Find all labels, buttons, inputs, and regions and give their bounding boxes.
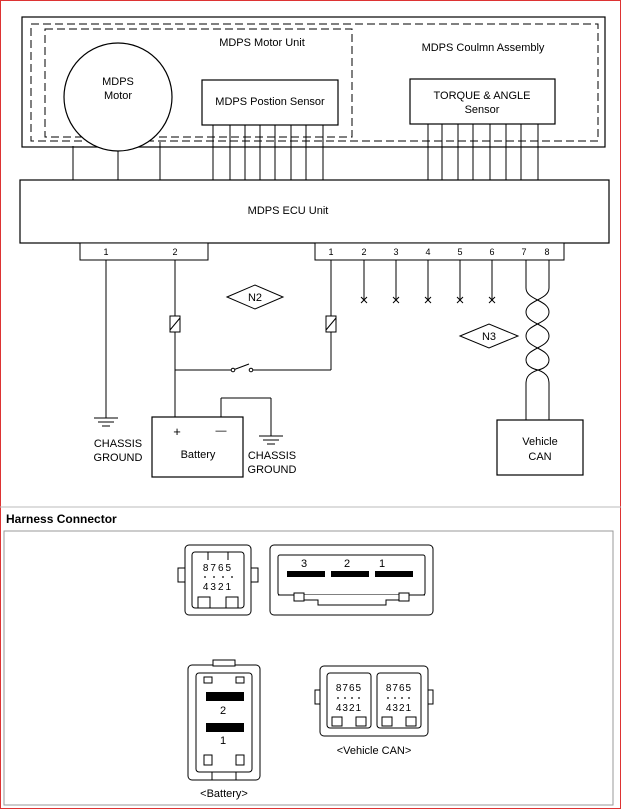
ecu-right-pin-numbers: 1 2 3 4 5 6 7 8 xyxy=(328,247,549,257)
vehicle-can-right-bottom-pins: 4321 xyxy=(386,703,412,714)
battery-connector-pin: 1 xyxy=(220,735,226,747)
position-sensor-box xyxy=(201,79,339,126)
ecu-right-connector xyxy=(314,242,565,261)
ecu-right-pin: 2 xyxy=(361,247,366,257)
position-sensor-label: MDPS Postion Sensor xyxy=(215,96,325,108)
vehicle-can-box xyxy=(496,419,584,476)
connector-3pin-terminal xyxy=(375,571,413,577)
battery-box xyxy=(151,416,244,478)
ecu-left-pin: 2 xyxy=(172,247,177,257)
vehicle-can-right-top-pins: 8765 xyxy=(386,683,412,694)
ecu-right-pin: 5 xyxy=(457,247,462,257)
battery-negative: — xyxy=(216,425,227,437)
ecu-label: MDPS ECU Unit xyxy=(248,205,329,217)
n2-label: N2 xyxy=(248,292,262,304)
vehicle-can-left-top-pins: 8765 xyxy=(336,683,362,694)
can-twisted-pair xyxy=(525,260,550,420)
chassis-ground-2-line2: GROUND xyxy=(248,464,297,476)
ecu-right-pin: 8 xyxy=(544,247,549,257)
ecu-right-pin: 4 xyxy=(425,247,430,257)
n3-label: N3 xyxy=(482,331,496,343)
position-sensor-wires xyxy=(212,125,324,180)
ecu-right-pin: 3 xyxy=(393,247,398,257)
fuse-icons xyxy=(169,315,337,333)
ecu-right-pin: 6 xyxy=(489,247,494,257)
battery-feed-wire xyxy=(174,260,332,417)
connector-3pin-terminal xyxy=(331,571,369,577)
chassis-ground-1-line1: CHASSIS xyxy=(94,438,142,450)
battery-connector-pin: 2 xyxy=(220,705,226,717)
mdps-ecu-unit xyxy=(19,179,610,244)
vehicle-can-left-bottom-pins: 4321 xyxy=(336,703,362,714)
battery-connector xyxy=(187,659,261,781)
connector-3pin-pin: 2 xyxy=(344,558,350,570)
vehicle-can-connector xyxy=(314,665,434,737)
ecu-right-pin: 1 xyxy=(328,247,333,257)
vehicle-can-label-line1: Vehicle xyxy=(522,436,557,448)
connector-8pin-dots xyxy=(204,576,233,578)
column-assembly-dashed-border xyxy=(30,23,599,142)
connector-3pin xyxy=(269,544,434,616)
connector-3pin-pin: 3 xyxy=(301,558,307,570)
harness-connector-panel xyxy=(3,530,614,806)
harness-section-title: Harness Connector xyxy=(6,512,117,526)
battery-connector-caption: <Battery> xyxy=(200,788,248,800)
connector-3pin-terminal xyxy=(287,571,325,577)
motor-wires xyxy=(72,142,161,180)
connector-8pin-top-pins: 8765 xyxy=(203,563,233,574)
ecu-left-pin-numbers: 1 2 xyxy=(103,247,177,257)
column-assembly-outer-border xyxy=(21,16,606,148)
torque-sensor-label-line1: TORQUE & ANGLE xyxy=(434,90,531,102)
n2-marker xyxy=(225,284,285,310)
unused-pin-stubs xyxy=(360,260,496,304)
switch-contact-icon xyxy=(230,367,236,373)
battery-positive: + xyxy=(173,424,181,439)
connector-8pin xyxy=(177,544,259,616)
vehicle-can-connector-caption: <Vehicle CAN> xyxy=(337,745,412,757)
motor-unit-label: MDPS Motor Unit xyxy=(219,37,305,49)
battery-label: Battery xyxy=(181,449,216,461)
chassis-ground-left xyxy=(94,260,118,427)
motor-label-line2: Motor xyxy=(104,90,132,102)
n3-marker xyxy=(458,323,520,349)
battery-ground-wire xyxy=(220,397,283,445)
column-assembly-label: MDPS Coulmn Assembly xyxy=(422,42,545,54)
connector-8pin-bottom-pins: 4321 xyxy=(203,582,233,593)
battery-connector-terminal xyxy=(206,723,244,732)
chassis-ground-2-line1: CHASSIS xyxy=(248,450,296,462)
chassis-ground-1-line2: GROUND xyxy=(94,452,143,464)
ecu-left-pin: 1 xyxy=(103,247,108,257)
connector-3pin-pin: 1 xyxy=(379,558,385,570)
vehicle-can-label-line2: CAN xyxy=(528,451,551,463)
motor-unit-box xyxy=(44,28,353,138)
ecu-left-connector xyxy=(79,242,209,261)
battery-connector-terminal xyxy=(206,692,244,701)
vehicle-can-dots xyxy=(337,697,410,699)
motor-label-line1: MDPS xyxy=(102,76,134,88)
torque-sensor-label-line2: Sensor xyxy=(465,104,500,116)
torque-angle-sensor-box xyxy=(409,78,556,125)
ecu-right-pin: 7 xyxy=(521,247,526,257)
torque-sensor-wires xyxy=(427,124,539,180)
switch-contact-icon xyxy=(248,367,254,373)
